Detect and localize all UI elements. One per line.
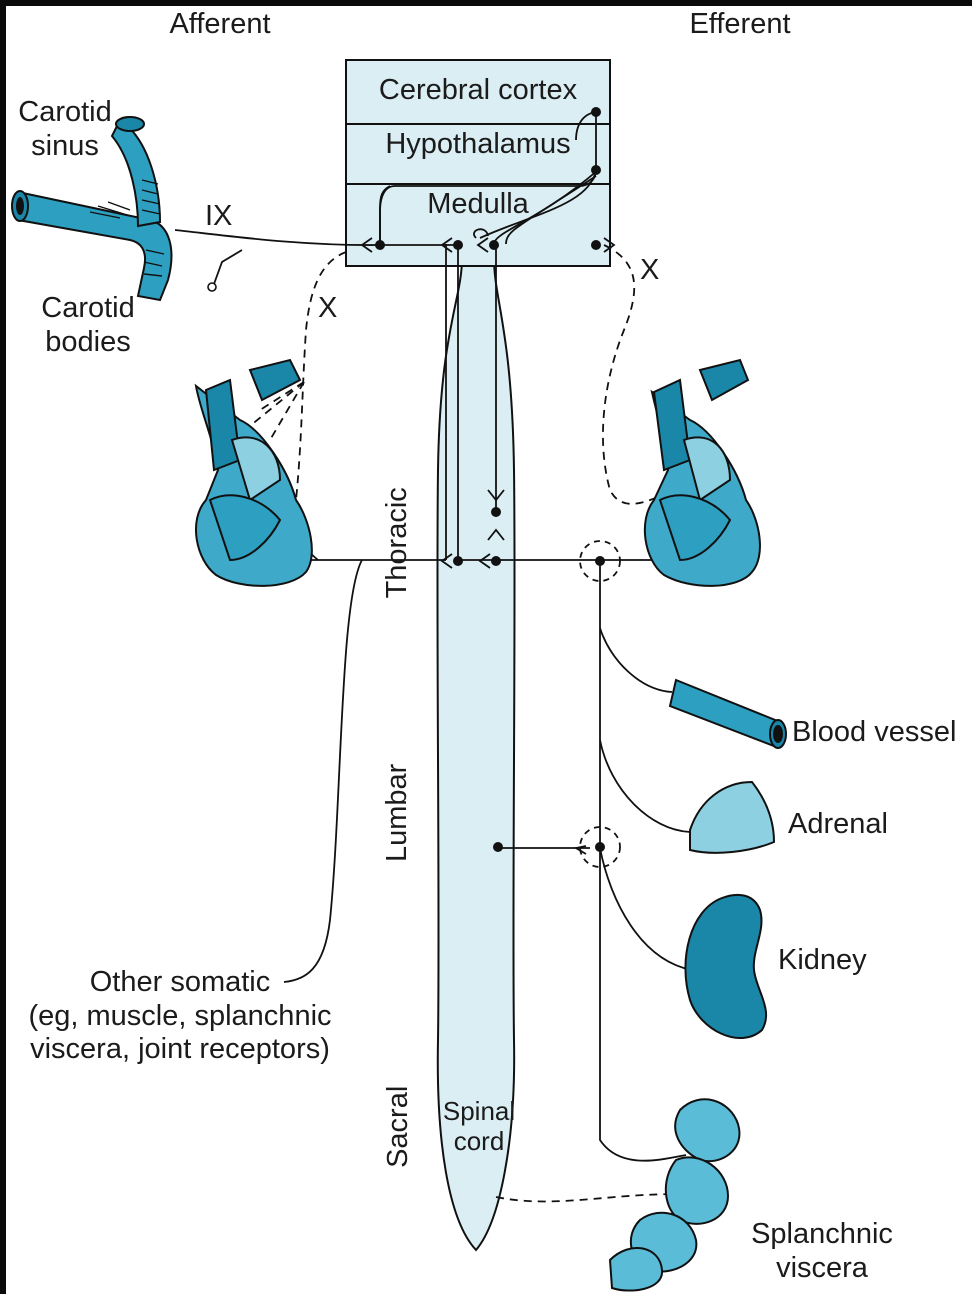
nerve-x-afferent-label: X: [318, 292, 337, 326]
spinal-cord-label: Spinal cord: [430, 1096, 528, 1156]
afferent-header: Afferent: [160, 8, 280, 42]
other-somatic-label: Other somatic (eg, muscle, splanchnic vi…: [8, 966, 352, 1067]
carotid-body-receptor: [208, 283, 216, 291]
target-splanchnic-label: Splanchnic viscera: [732, 1218, 912, 1285]
target-adrenal-label: Adrenal: [788, 808, 888, 842]
carotid-sinus-label: Carotid sinus: [10, 96, 120, 163]
carotid-bodies-label: Carotid bodies: [28, 292, 148, 359]
nerve-ix-label: IX: [205, 200, 232, 234]
cord-region-sacral: Sacral: [382, 1082, 416, 1172]
target-kidney-label: Kidney: [778, 944, 867, 978]
cord-region-thoracic: Thoracic: [381, 483, 415, 603]
target-blood-vessel-label: Blood vessel: [792, 716, 956, 750]
nerve-x-efferent-label: X: [640, 254, 659, 288]
efferent-header: Efferent: [680, 8, 800, 42]
brain-region-medulla: Medulla: [346, 188, 610, 222]
brain-region-cortex: Cerebral cortex: [346, 74, 610, 108]
brain-region-hypothalamus: Hypothalamus: [346, 128, 610, 162]
cord-region-lumbar: Lumbar: [381, 763, 415, 863]
